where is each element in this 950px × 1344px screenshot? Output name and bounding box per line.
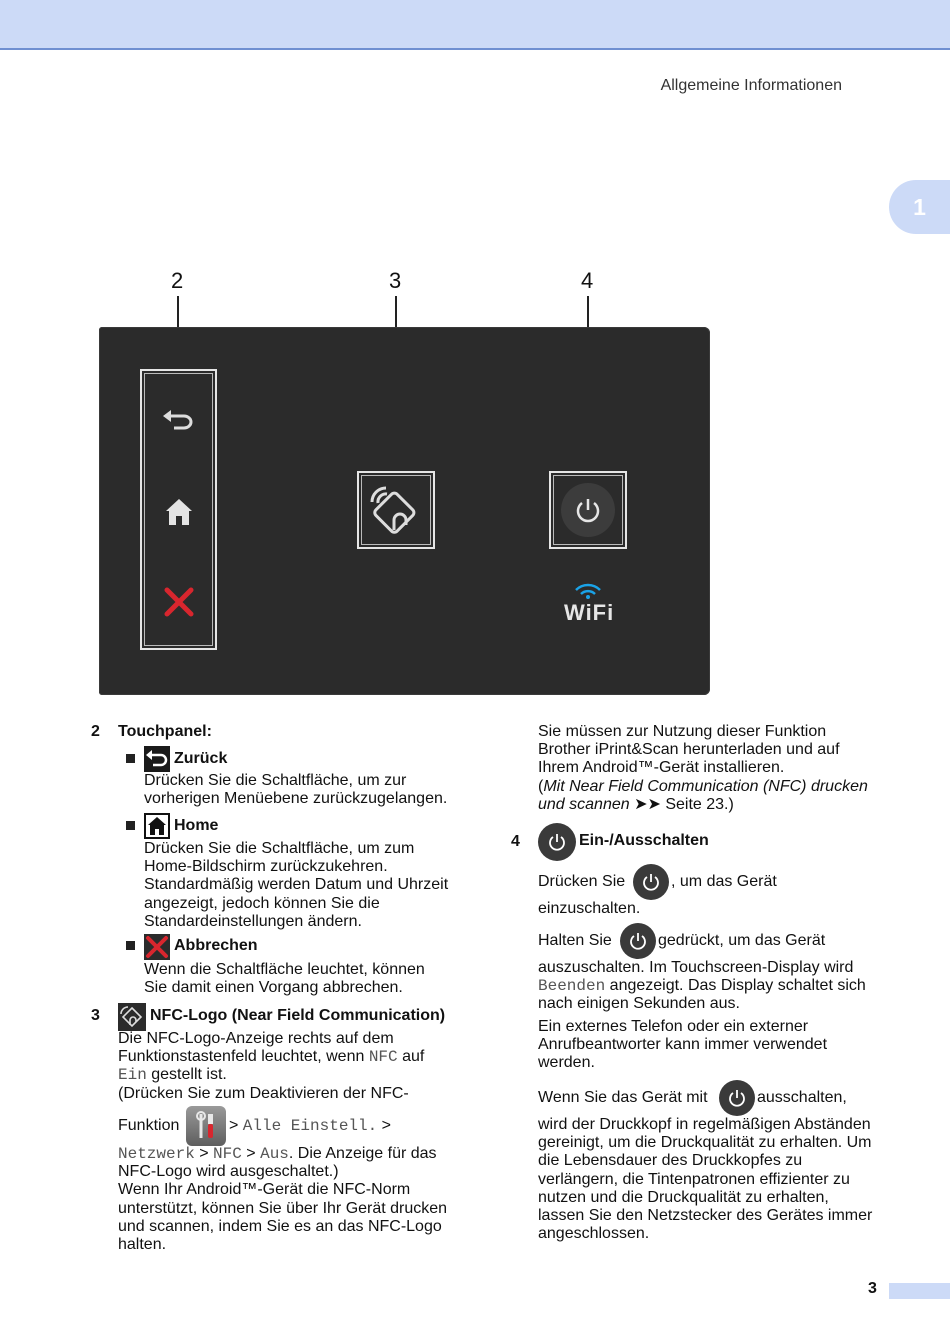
nfc-path-line1: > Alle Einstell. >: [229, 1117, 392, 1135]
chapter-tab: 1: [889, 180, 950, 234]
nfc-funktion-label: Funktion: [118, 1117, 180, 1134]
abbrechen-title: Abbrechen: [174, 937, 258, 954]
cancel-icon[interactable]: [164, 587, 194, 622]
cancel-icon: [144, 934, 170, 960]
home-title: Home: [174, 817, 219, 834]
item-number-2: 2: [91, 723, 100, 740]
callout-2: 2: [171, 268, 184, 293]
druckkopf-block: wird der Druckkopf in regelmäßigen Abstä…: [538, 1116, 873, 1243]
power-icon: [538, 823, 576, 861]
callout-4: 4: [581, 268, 594, 293]
zurueck-title: Zurück: [174, 750, 228, 767]
page-number: 3: [868, 1280, 877, 1297]
section-title: Allgemeine Informationen: [660, 77, 842, 94]
bullet: [126, 821, 135, 830]
zurueck-desc: Drücken Sie die Schaltfläche, um zur vor…: [144, 772, 448, 808]
nfc-body-bottom: Netzwerk > NFC > Aus. Die Anzeige für da…: [118, 1145, 448, 1254]
ausschalten-text: ausschalten,: [757, 1089, 847, 1106]
back-icon: [144, 746, 170, 772]
header-band: [0, 0, 950, 50]
item-number-4: 4: [511, 833, 520, 850]
wifi-icon: [565, 579, 611, 604]
abbrechen-desc: Wenn die Schaltfläche leuchtet, können S…: [144, 961, 425, 997]
item-title-touchpanel: Touchpanel:: [118, 723, 212, 740]
footer-band: [889, 1283, 950, 1299]
nfc-logo-frame: [357, 471, 435, 549]
wifi-label: WiFi: [564, 600, 615, 625]
home-icon[interactable]: [164, 497, 194, 532]
drucken-sie-text: Drücken Sie: [538, 873, 626, 890]
nfc-icon: [364, 478, 428, 547]
power-button-frame: [549, 471, 627, 549]
cross-reference-link[interactable]: Mit Near Field Communication (NFC) druck…: [543, 777, 868, 795]
wenn-sie-text: Wenn Sie das Gerät mit: [538, 1089, 708, 1106]
nfc-title: NFC-Logo (Near Field Communication): [150, 1007, 446, 1024]
halten-sie-text: Halten Sie: [538, 932, 612, 949]
telefon-block: Ein externes Telefon oder ein externer A…: [538, 1018, 828, 1072]
gedrueckt-text: gedrückt, um das Gerät: [658, 932, 826, 949]
einschalten-line2: einzuschalten.: [538, 900, 641, 917]
callout-3: 3: [389, 268, 402, 293]
settings-tools-icon: [186, 1106, 226, 1146]
ausschalten-block: auszuschalten. Im Touchscreen-Display wi…: [538, 959, 866, 1013]
bullet: [126, 941, 135, 950]
control-panel: WiFi: [99, 327, 710, 695]
power-title: Ein-/Ausschalten: [579, 832, 709, 849]
einschalten-text: , um das Gerät: [671, 873, 777, 890]
item-number-3: 3: [91, 1007, 100, 1024]
bullet: [126, 754, 135, 763]
power-icon: [620, 923, 656, 959]
nfc-continued: Sie müssen zur Nutzung dieser Funktion B…: [538, 723, 868, 813]
nfc-icon: [118, 1003, 146, 1031]
nfc-body-top: Die NFC-Logo-Anzeige rechts auf dem Funk…: [118, 1030, 425, 1102]
home-icon: [144, 813, 170, 839]
power-icon: [633, 864, 669, 900]
power-icon[interactable]: [561, 483, 615, 537]
power-icon: [719, 1080, 755, 1116]
back-icon[interactable]: [162, 407, 196, 438]
home-desc: Drücken Sie die Schaltfläche, um zum Hom…: [144, 840, 449, 930]
touchpanel-frame: [140, 369, 217, 650]
